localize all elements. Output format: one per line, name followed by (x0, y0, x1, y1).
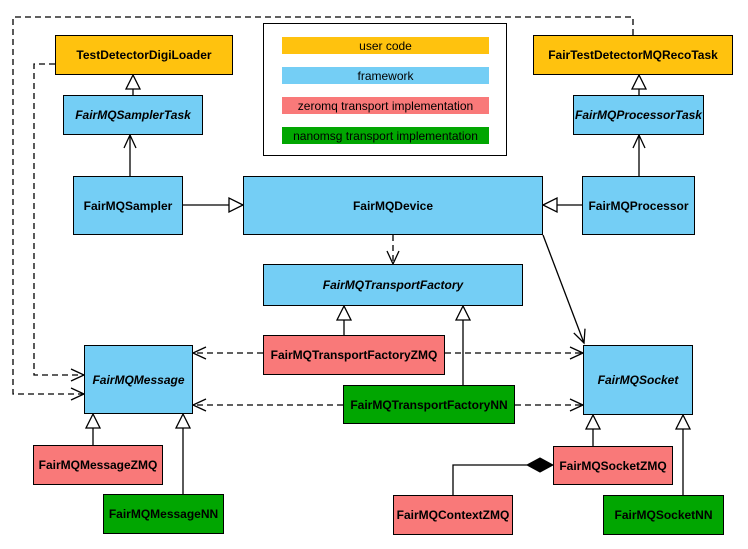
legend-label: user code (359, 38, 412, 53)
node-fairmq-context-zmq: FairMQContextZMQ (393, 495, 513, 535)
edge-device-to-factory (386, 235, 400, 266)
node-fairmq-message: FairMQMessage (84, 345, 193, 414)
node-fairmq-message-zmq: FairMQMessageZMQ (33, 445, 163, 485)
edge-factorynn-to-factory (454, 304, 472, 385)
edge-socketnn-to-socket (674, 413, 692, 495)
legend-label: framework (357, 68, 414, 83)
node-fair-test-detector-mq-reco-task: FairTestDetectorMQRecoTask (533, 35, 733, 75)
legend: user code framework zeromq transport imp… (263, 23, 507, 156)
legend-item-user-code: user code (282, 37, 489, 54)
node-fairmq-transport-factory-zmq: FairMQTransportFactoryZMQ (263, 335, 445, 375)
edge-socketzmq-to-socket (584, 413, 602, 446)
node-fairmq-transport-factory: FairMQTransportFactory (263, 264, 523, 306)
edge-messagenn-to-message (174, 412, 192, 494)
edge-sampler-to-samplertask (123, 133, 137, 176)
edge-factorynn-to-message (191, 398, 343, 412)
edge-factoryzmq-to-factory (335, 304, 353, 335)
edge-processortask-to-recotask (630, 73, 648, 95)
legend-item-zeromq: zeromq transport implementation (282, 97, 489, 114)
legend-label: nanomsg transport implementation (293, 128, 478, 143)
node-fairmq-transport-factory-nn: FairMQTransportFactoryNN (343, 385, 515, 424)
legend-item-framework: framework (282, 67, 489, 84)
edge-messagezmq-to-message (84, 412, 102, 445)
edge-samplertask-to-digiloader (124, 73, 142, 95)
node-fairmq-sampler-task: FairMQSamplerTask (63, 95, 203, 135)
node-fairmq-sampler: FairMQSampler (73, 176, 183, 235)
node-test-detector-digi-loader: TestDetectorDigiLoader (55, 35, 233, 75)
node-fairmq-processor: FairMQProcessor (582, 176, 695, 235)
edge-processor-to-device (541, 196, 582, 214)
edge-factoryzmq-to-message (191, 346, 263, 360)
node-fairmq-socket-zmq: FairMQSocketZMQ (553, 446, 673, 485)
node-fairmq-socket-nn: FairMQSocketNN (603, 495, 724, 535)
node-fairmq-message-nn: FairMQMessageNN (103, 494, 224, 534)
edge-factoryzmq-to-socket (445, 346, 585, 360)
node-fairmq-device: FairMQDevice (243, 176, 543, 235)
edge-contextzmq-to-socketzmq (452, 457, 555, 495)
node-fairmq-processor-task: FairMQProcessorTask (573, 95, 704, 135)
node-fairmq-socket: FairMQSocket (583, 345, 693, 415)
edge-processor-to-processortask (632, 133, 646, 176)
edge-factorynn-to-socket (515, 398, 585, 412)
legend-item-nanomsg: nanomsg transport implementation (282, 127, 489, 144)
legend-label: zeromq transport implementation (297, 98, 474, 113)
edge-sampler-to-device (183, 196, 245, 214)
edge-device-to-socket (542, 234, 586, 345)
